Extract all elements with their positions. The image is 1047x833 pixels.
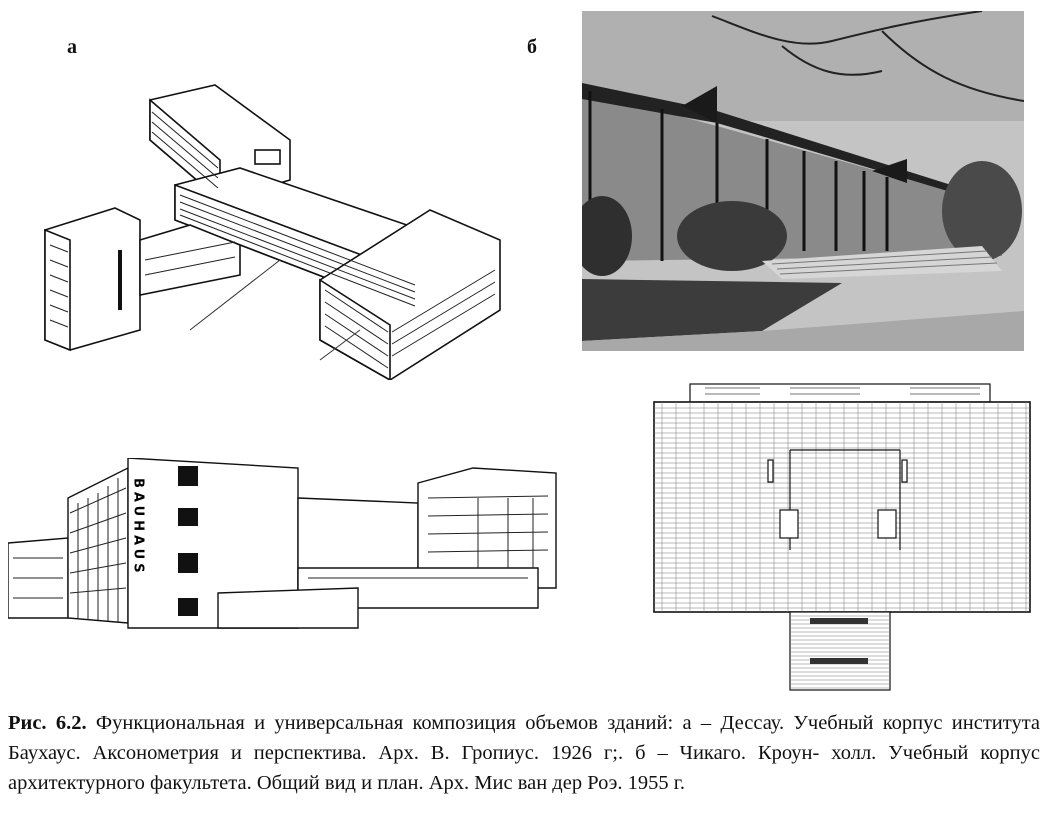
figure-number: Рис. 6.2. <box>8 712 87 734</box>
bauhaus-sign: BAUHAUS <box>131 478 146 577</box>
bauhaus-perspective-drawing: BAUHAUS <box>8 458 557 629</box>
panel-label-a: а <box>67 36 77 58</box>
figure-caption: Рис. 6.2. Функциональная и универсальная… <box>8 708 1040 798</box>
crown-hall-plan <box>653 383 1031 691</box>
panel-label-b: б <box>527 36 537 58</box>
crown-hall-photo <box>582 11 1024 351</box>
bauhaus-axonometric-drawing <box>44 84 501 380</box>
caption-text: Функциональная и универсальная композици… <box>8 712 1041 794</box>
